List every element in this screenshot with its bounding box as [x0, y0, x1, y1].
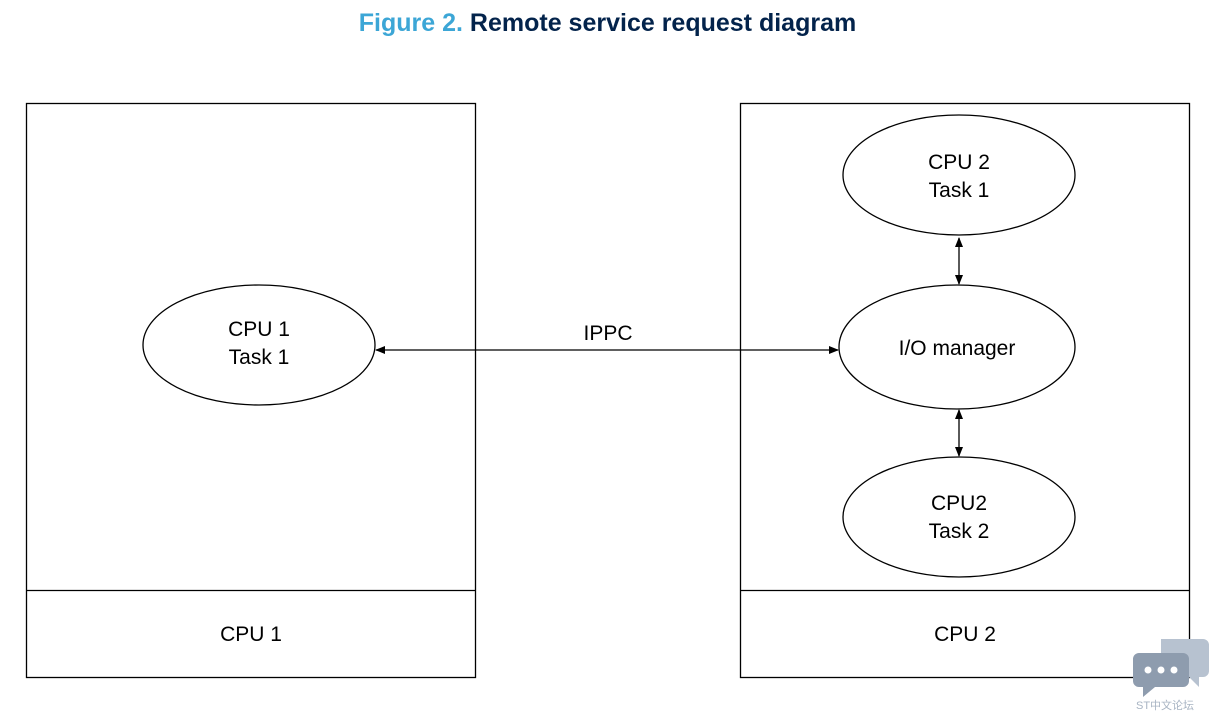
io-manager-node: I/O manager — [838, 284, 1076, 410]
figure-caption: Figure 2. Remote service request diagram — [0, 8, 1215, 38]
cpu2-task1-line2: Task 1 — [929, 179, 990, 202]
cpu1-task1-node: CPU 1 Task 1 — [142, 284, 376, 406]
cpu2-task1-node: CPU 2 Task 1 — [842, 114, 1076, 236]
cpu2-box: CPU 2 — [739, 102, 1191, 679]
ippc-label: IPPC — [583, 322, 632, 345]
cpu1-task1-line2: Task 1 — [229, 346, 290, 369]
cpu2-task2-node: CPU2 Task 2 — [842, 456, 1076, 578]
figure-title: Remote service request diagram — [469, 9, 857, 37]
forum-watermark-icon — [1133, 639, 1209, 697]
cpu1-task1-line1: CPU 1 — [228, 318, 290, 341]
cpu2-task1-line1: CPU 2 — [928, 151, 990, 174]
io-manager-label: I/O manager — [899, 337, 1016, 360]
cpu2-footer-label: CPU 2 — [934, 623, 996, 646]
cpu1-footer-label: CPU 1 — [220, 623, 282, 646]
forum-watermark-text: ST中文论坛 — [1136, 700, 1195, 712]
cpu2-task2-line2: Task 2 — [929, 520, 990, 543]
cpu2-task2-line1: CPU2 — [931, 492, 987, 515]
cpu1-box: CPU 1 — [25, 102, 477, 679]
figure-number: Figure 2. — [358, 9, 463, 37]
